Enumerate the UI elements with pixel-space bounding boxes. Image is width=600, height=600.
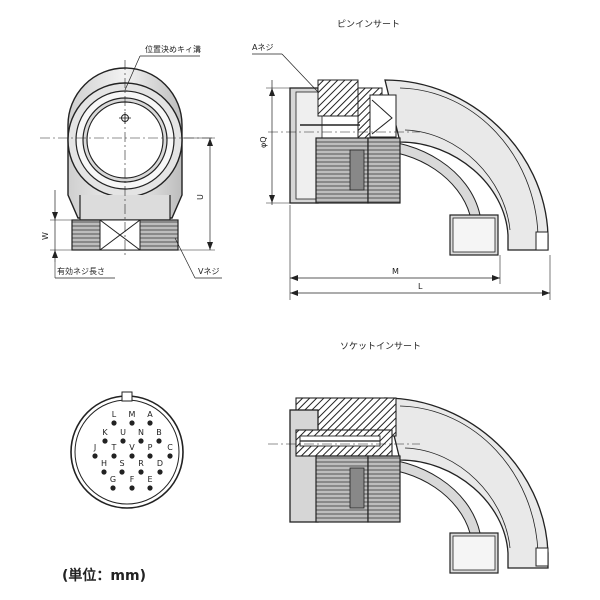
phi-q-label: φQ	[259, 136, 268, 148]
contact-G	[110, 485, 116, 491]
v-thread-label: Vネジ	[198, 267, 219, 276]
contact-label-F: F	[130, 475, 135, 484]
contact-label-V: V	[129, 443, 135, 452]
contact-label-H: H	[101, 459, 107, 468]
units-label: (単位：mm)	[62, 567, 146, 584]
dimension-m-label: M	[392, 267, 399, 276]
dimension-w-label: W	[41, 232, 50, 240]
contact-label-G: G	[110, 475, 116, 484]
contact-U	[120, 438, 126, 444]
contact-label-M: M	[129, 410, 136, 419]
contact-label-J: J	[93, 443, 96, 452]
front-view	[40, 55, 222, 279]
contact-label-L: L	[112, 410, 117, 419]
socket-insert-title: ソケットインサート	[340, 341, 421, 352]
socket-insert-side-view	[268, 397, 549, 574]
a-thread-label: Aネジ	[252, 43, 273, 52]
contact-label-C: C	[167, 443, 173, 452]
contact-E	[147, 485, 153, 491]
dimension-u-label: U	[196, 194, 205, 200]
contact-T	[111, 453, 117, 459]
contact-B	[156, 438, 162, 444]
contact-K	[102, 438, 108, 444]
contact-L	[111, 420, 117, 426]
pin-insert-title: ピンインサート	[337, 19, 400, 30]
contact-V	[129, 453, 135, 459]
contact-label-K: K	[102, 428, 108, 437]
pin-insert-side-view	[252, 53, 551, 300]
socket-face-view	[70, 391, 184, 509]
contact-label-D: D	[157, 459, 163, 468]
contact-layout: L M A K U N B J T V P C H S R D G F E	[92, 410, 173, 491]
dimension-l-label: L	[418, 282, 423, 291]
contact-label-B: B	[156, 428, 162, 437]
contact-C	[167, 453, 173, 459]
contact-R	[138, 469, 144, 475]
contact-label-N: N	[138, 428, 144, 437]
contact-J	[92, 453, 98, 459]
contact-label-U: U	[120, 428, 126, 437]
contact-P	[147, 453, 153, 459]
key-position-label: 位置決めキィ溝	[145, 44, 201, 54]
contact-N	[138, 438, 144, 444]
contact-A	[147, 420, 153, 426]
contact-S	[119, 469, 125, 475]
contact-label-P: P	[148, 443, 153, 452]
contact-label-E: E	[147, 475, 152, 484]
contact-M	[129, 420, 135, 426]
contact-label-S: S	[119, 459, 124, 468]
contact-D	[157, 469, 163, 475]
contact-label-A: A	[147, 410, 153, 419]
contact-label-R: R	[138, 459, 144, 468]
contact-label-T: T	[111, 443, 117, 452]
contact-H	[101, 469, 107, 475]
effective-thread-length-label: 有効ネジ長さ	[57, 266, 105, 276]
contact-F	[129, 485, 135, 491]
